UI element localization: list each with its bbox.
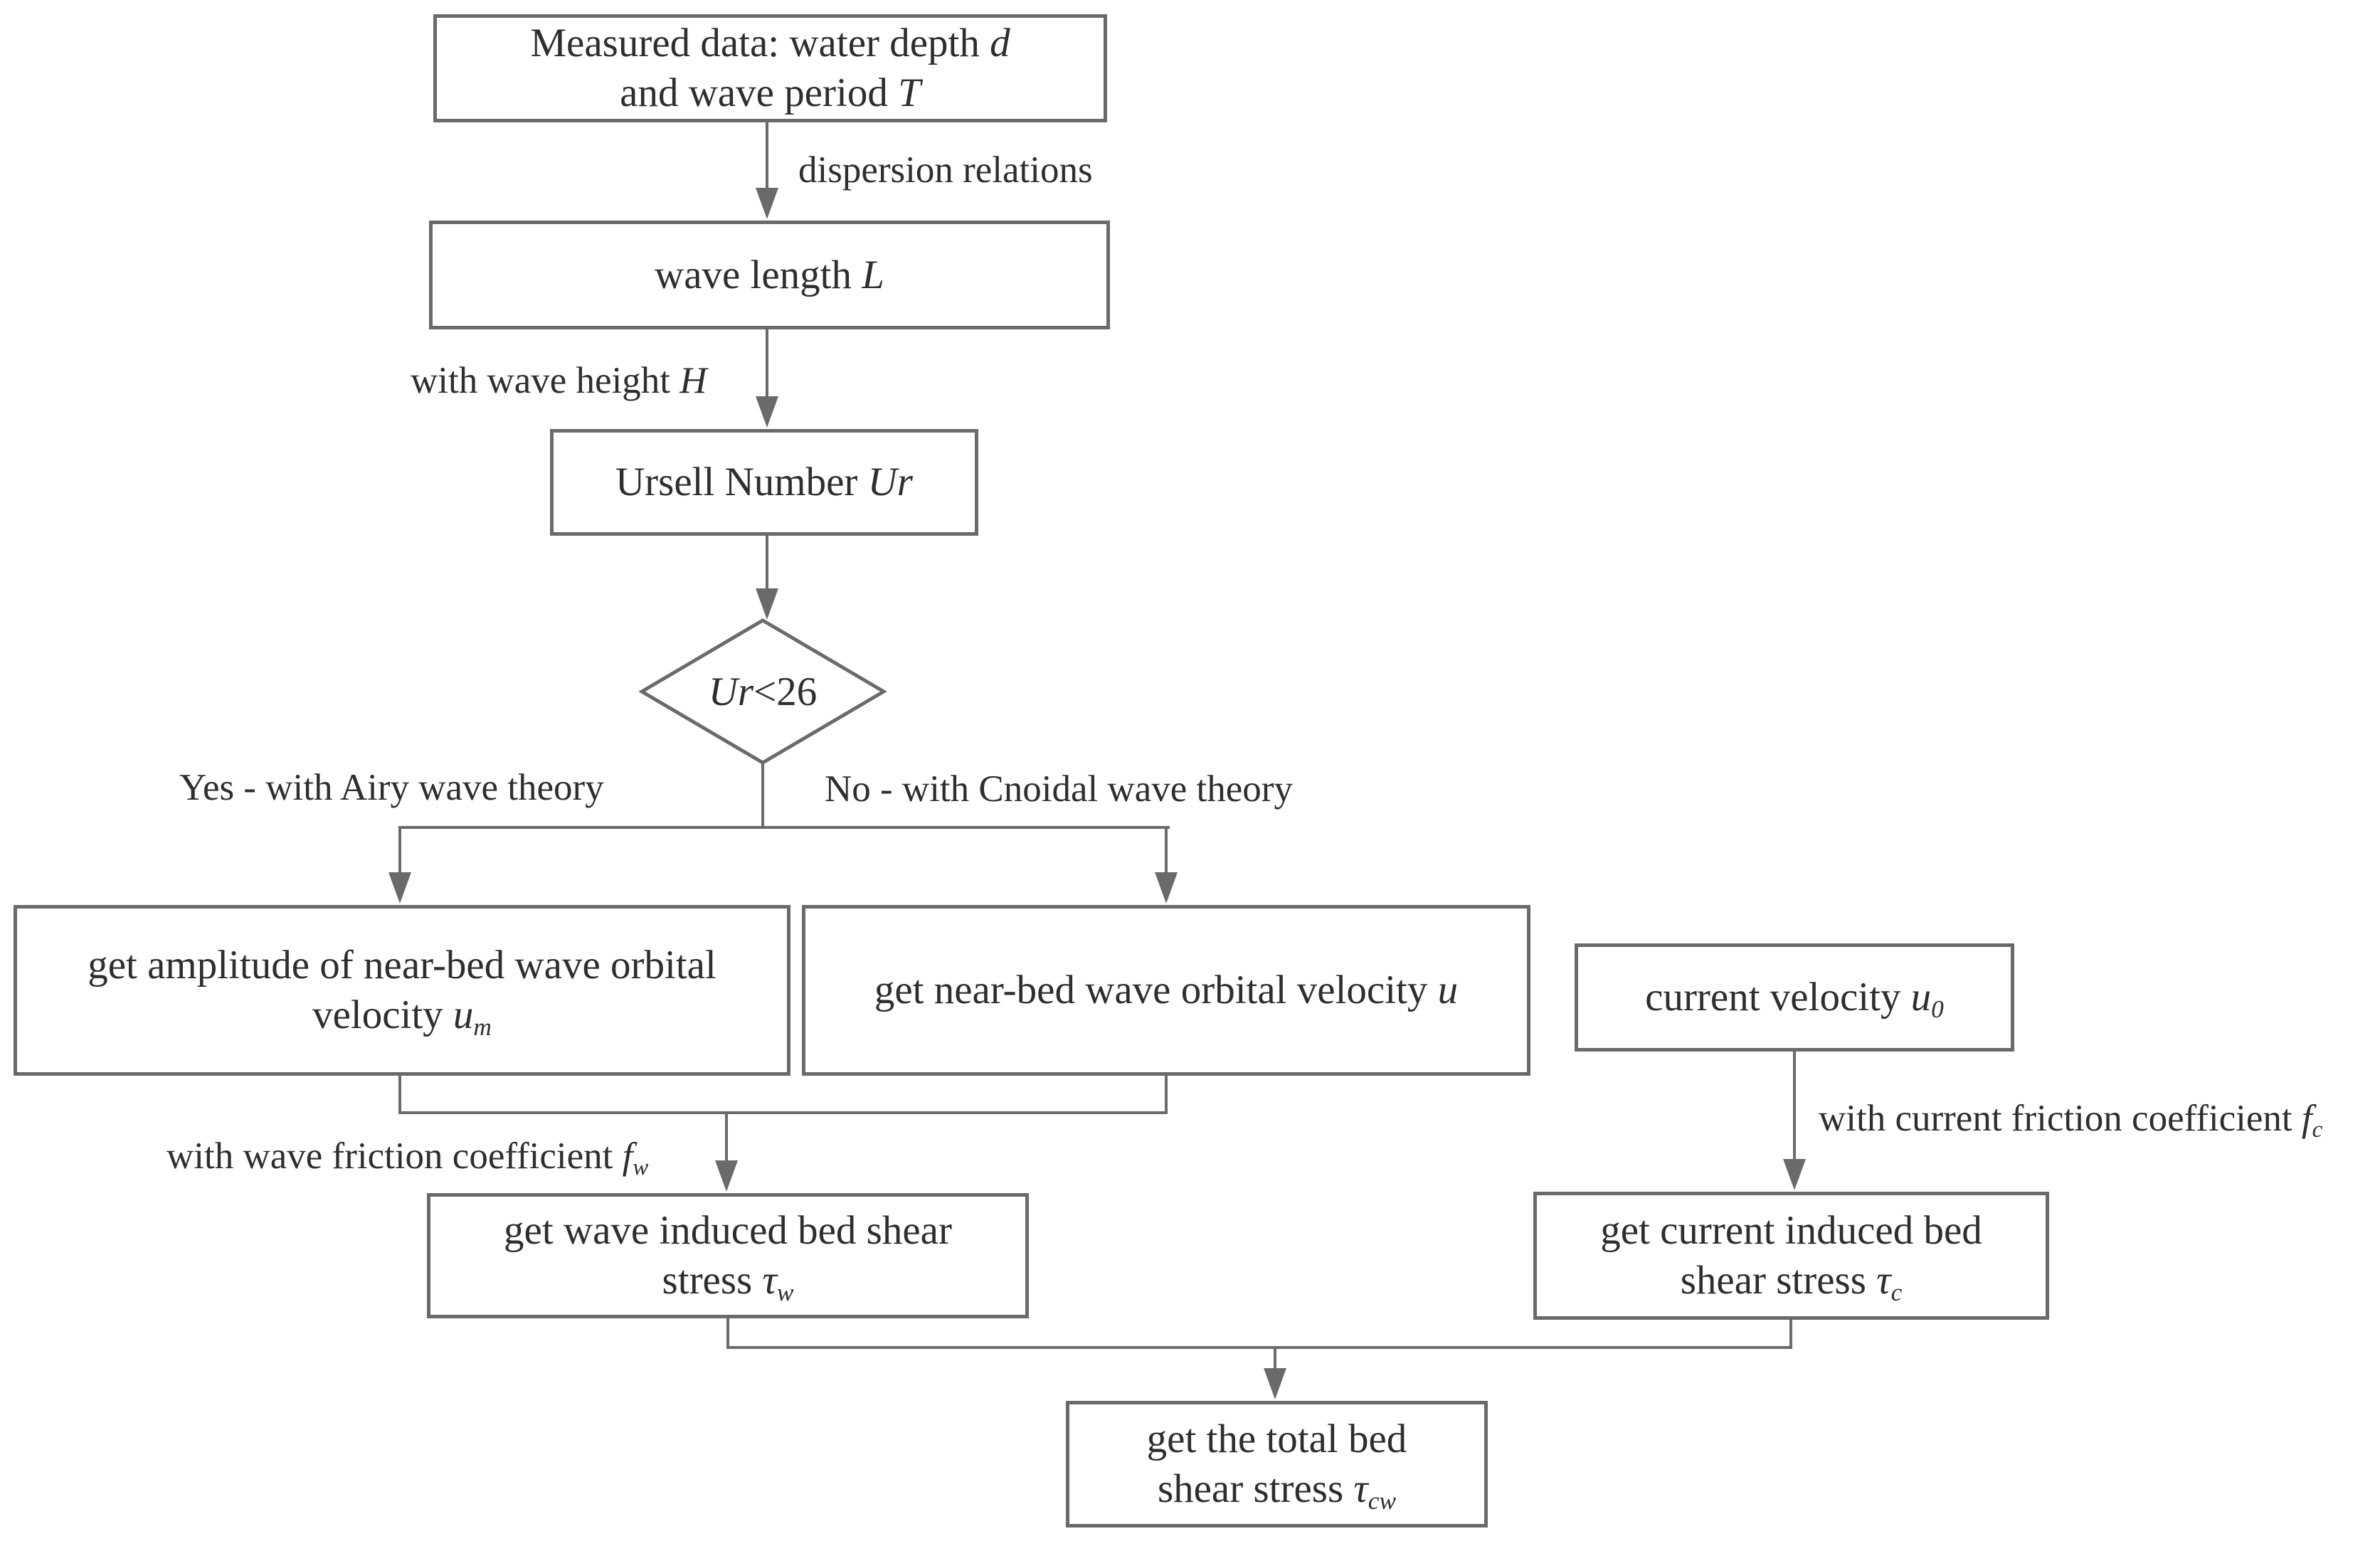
node-current-shear-stress-line1: get current induced bed xyxy=(1600,1208,1982,1254)
connector-wave-merge xyxy=(398,1111,1168,1114)
connector-currentstress-down xyxy=(1789,1320,1792,1349)
connector-decision-down xyxy=(761,762,764,829)
node-wave-length: wave length L xyxy=(429,221,1110,329)
edge-label-dispersion-relations: dispersion relations xyxy=(798,149,1093,191)
node-ursell-number: Ursell Number Ur xyxy=(550,429,978,536)
node-current-shear-stress: get current induced bed shear stress τc xyxy=(1533,1192,2049,1320)
arrowhead-into-wavestress-icon xyxy=(715,1160,738,1192)
connector-yes-branch xyxy=(398,826,401,874)
node-current-velocity: current velocity u0 xyxy=(1575,943,2014,1052)
arrowhead-into-orbital-icon xyxy=(1155,872,1178,904)
node-current-velocity-text: current velocity u0 xyxy=(1645,975,1944,1024)
arrowhead-into-currentstress-icon xyxy=(1783,1159,1806,1190)
connector-orbital-down xyxy=(1165,1076,1168,1114)
connector-measured-to-wavelength xyxy=(766,122,768,192)
decision-ur-lt-26: Ur<26 xyxy=(708,669,818,714)
node-orbital-amplitude: get amplitude of near-bed wave orbital v… xyxy=(14,905,790,1076)
arrowhead-into-total-icon xyxy=(1264,1368,1286,1399)
node-ursell-number-text: Ursell Number Ur xyxy=(615,460,913,505)
node-wave-length-text: wave length L xyxy=(655,252,884,297)
connector-amplitude-down xyxy=(398,1076,401,1114)
node-total-shear-stress-line2: shear stress τcw xyxy=(1157,1466,1397,1515)
edge-label-wave-height: with wave height H xyxy=(411,360,707,401)
node-total-shear-stress: get the total bed shear stress τcw xyxy=(1066,1401,1488,1528)
node-orbital-velocity: get near-bed wave orbital velocity u xyxy=(802,905,1530,1076)
node-orbital-amplitude-line2: velocity um xyxy=(312,992,492,1041)
arrowhead-into-decision-icon xyxy=(756,588,778,620)
node-wave-shear-stress: get wave induced bed shear stress τw xyxy=(427,1193,1029,1318)
connector-merge-to-total xyxy=(1274,1346,1276,1371)
connector-no-branch xyxy=(1165,826,1168,874)
connector-branch-split xyxy=(398,826,1170,829)
connector-current-to-currentstress xyxy=(1793,1052,1796,1163)
node-measured-data: Measured data: water depth d and wave pe… xyxy=(433,14,1107,122)
connector-merge-to-wavestress xyxy=(725,1111,728,1163)
edge-label-yes-airy: Yes - with Airy wave theory xyxy=(179,767,604,808)
node-current-shear-stress-line2: shear stress τc xyxy=(1680,1258,1903,1306)
decision-diamond-shape xyxy=(639,618,887,765)
connector-total-merge xyxy=(726,1346,1792,1349)
node-orbital-velocity-text: get near-bed wave orbital velocity u xyxy=(874,968,1459,1013)
node-orbital-amplitude-line1: get amplitude of near-bed wave orbital xyxy=(88,943,716,988)
node-measured-data-line2: and wave period T xyxy=(620,70,921,115)
node-wave-shear-stress-line1: get wave induced bed shear xyxy=(504,1208,952,1254)
arrowhead-into-ursell-icon xyxy=(756,396,778,428)
edge-label-current-friction: with current friction coefficient fc xyxy=(1819,1098,2323,1143)
edge-label-wave-friction: with wave friction coefficient fw xyxy=(166,1135,649,1181)
arrowhead-into-amplitude-icon xyxy=(388,872,411,904)
connector-wavestress-down xyxy=(726,1318,729,1349)
arrowhead-into-wavelength-icon xyxy=(756,188,778,219)
node-measured-data-line1: Measured data: water depth d xyxy=(530,21,1010,66)
node-wave-shear-stress-line2: stress τw xyxy=(662,1258,794,1306)
node-total-shear-stress-line1: get the total bed xyxy=(1146,1417,1407,1462)
edge-label-no-cnoidal: No - with Cnoidal wave theory xyxy=(825,768,1293,810)
connector-ursell-to-decision xyxy=(766,536,768,593)
connector-wavelength-to-ursell xyxy=(766,329,768,399)
